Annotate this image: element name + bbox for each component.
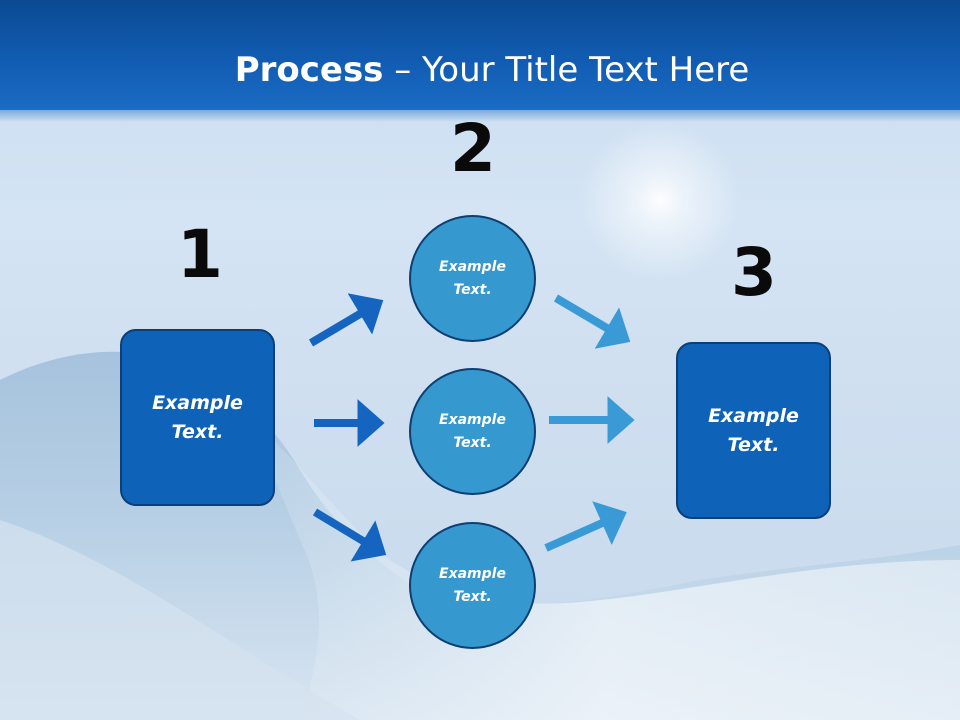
sun-glow [560, 110, 760, 290]
circle-top-label: Example Text. [439, 258, 506, 298]
circle-middle-label: Example Text. [439, 411, 506, 451]
step-number-2: 2 [450, 110, 496, 187]
title-bold: Process [234, 50, 384, 90]
circle-bottom: Example Text. [409, 522, 536, 649]
page-title: Process – Your Title Text Here [0, 50, 960, 90]
start-box-label: Example Text. [152, 391, 243, 443]
title-rest: – Your Title Text Here [383, 50, 750, 90]
arrow-start-to-bottom [312, 508, 387, 562]
step-number-3: 3 [731, 234, 777, 311]
title-bar-fade [0, 108, 960, 122]
circle-bottom-label: Example Text. [439, 565, 506, 605]
start-box: Example Text. [120, 329, 275, 506]
arrow-top-to-end [553, 294, 631, 349]
step-number-1: 1 [177, 216, 223, 293]
arrow-bottom-to-end [544, 501, 627, 552]
end-box: Example Text. [676, 342, 831, 519]
circle-top: Example Text. [409, 215, 536, 342]
circle-middle: Example Text. [409, 368, 536, 495]
title-bar [0, 0, 960, 110]
arrow-start-to-top [308, 293, 384, 347]
end-box-label: Example Text. [708, 404, 799, 456]
